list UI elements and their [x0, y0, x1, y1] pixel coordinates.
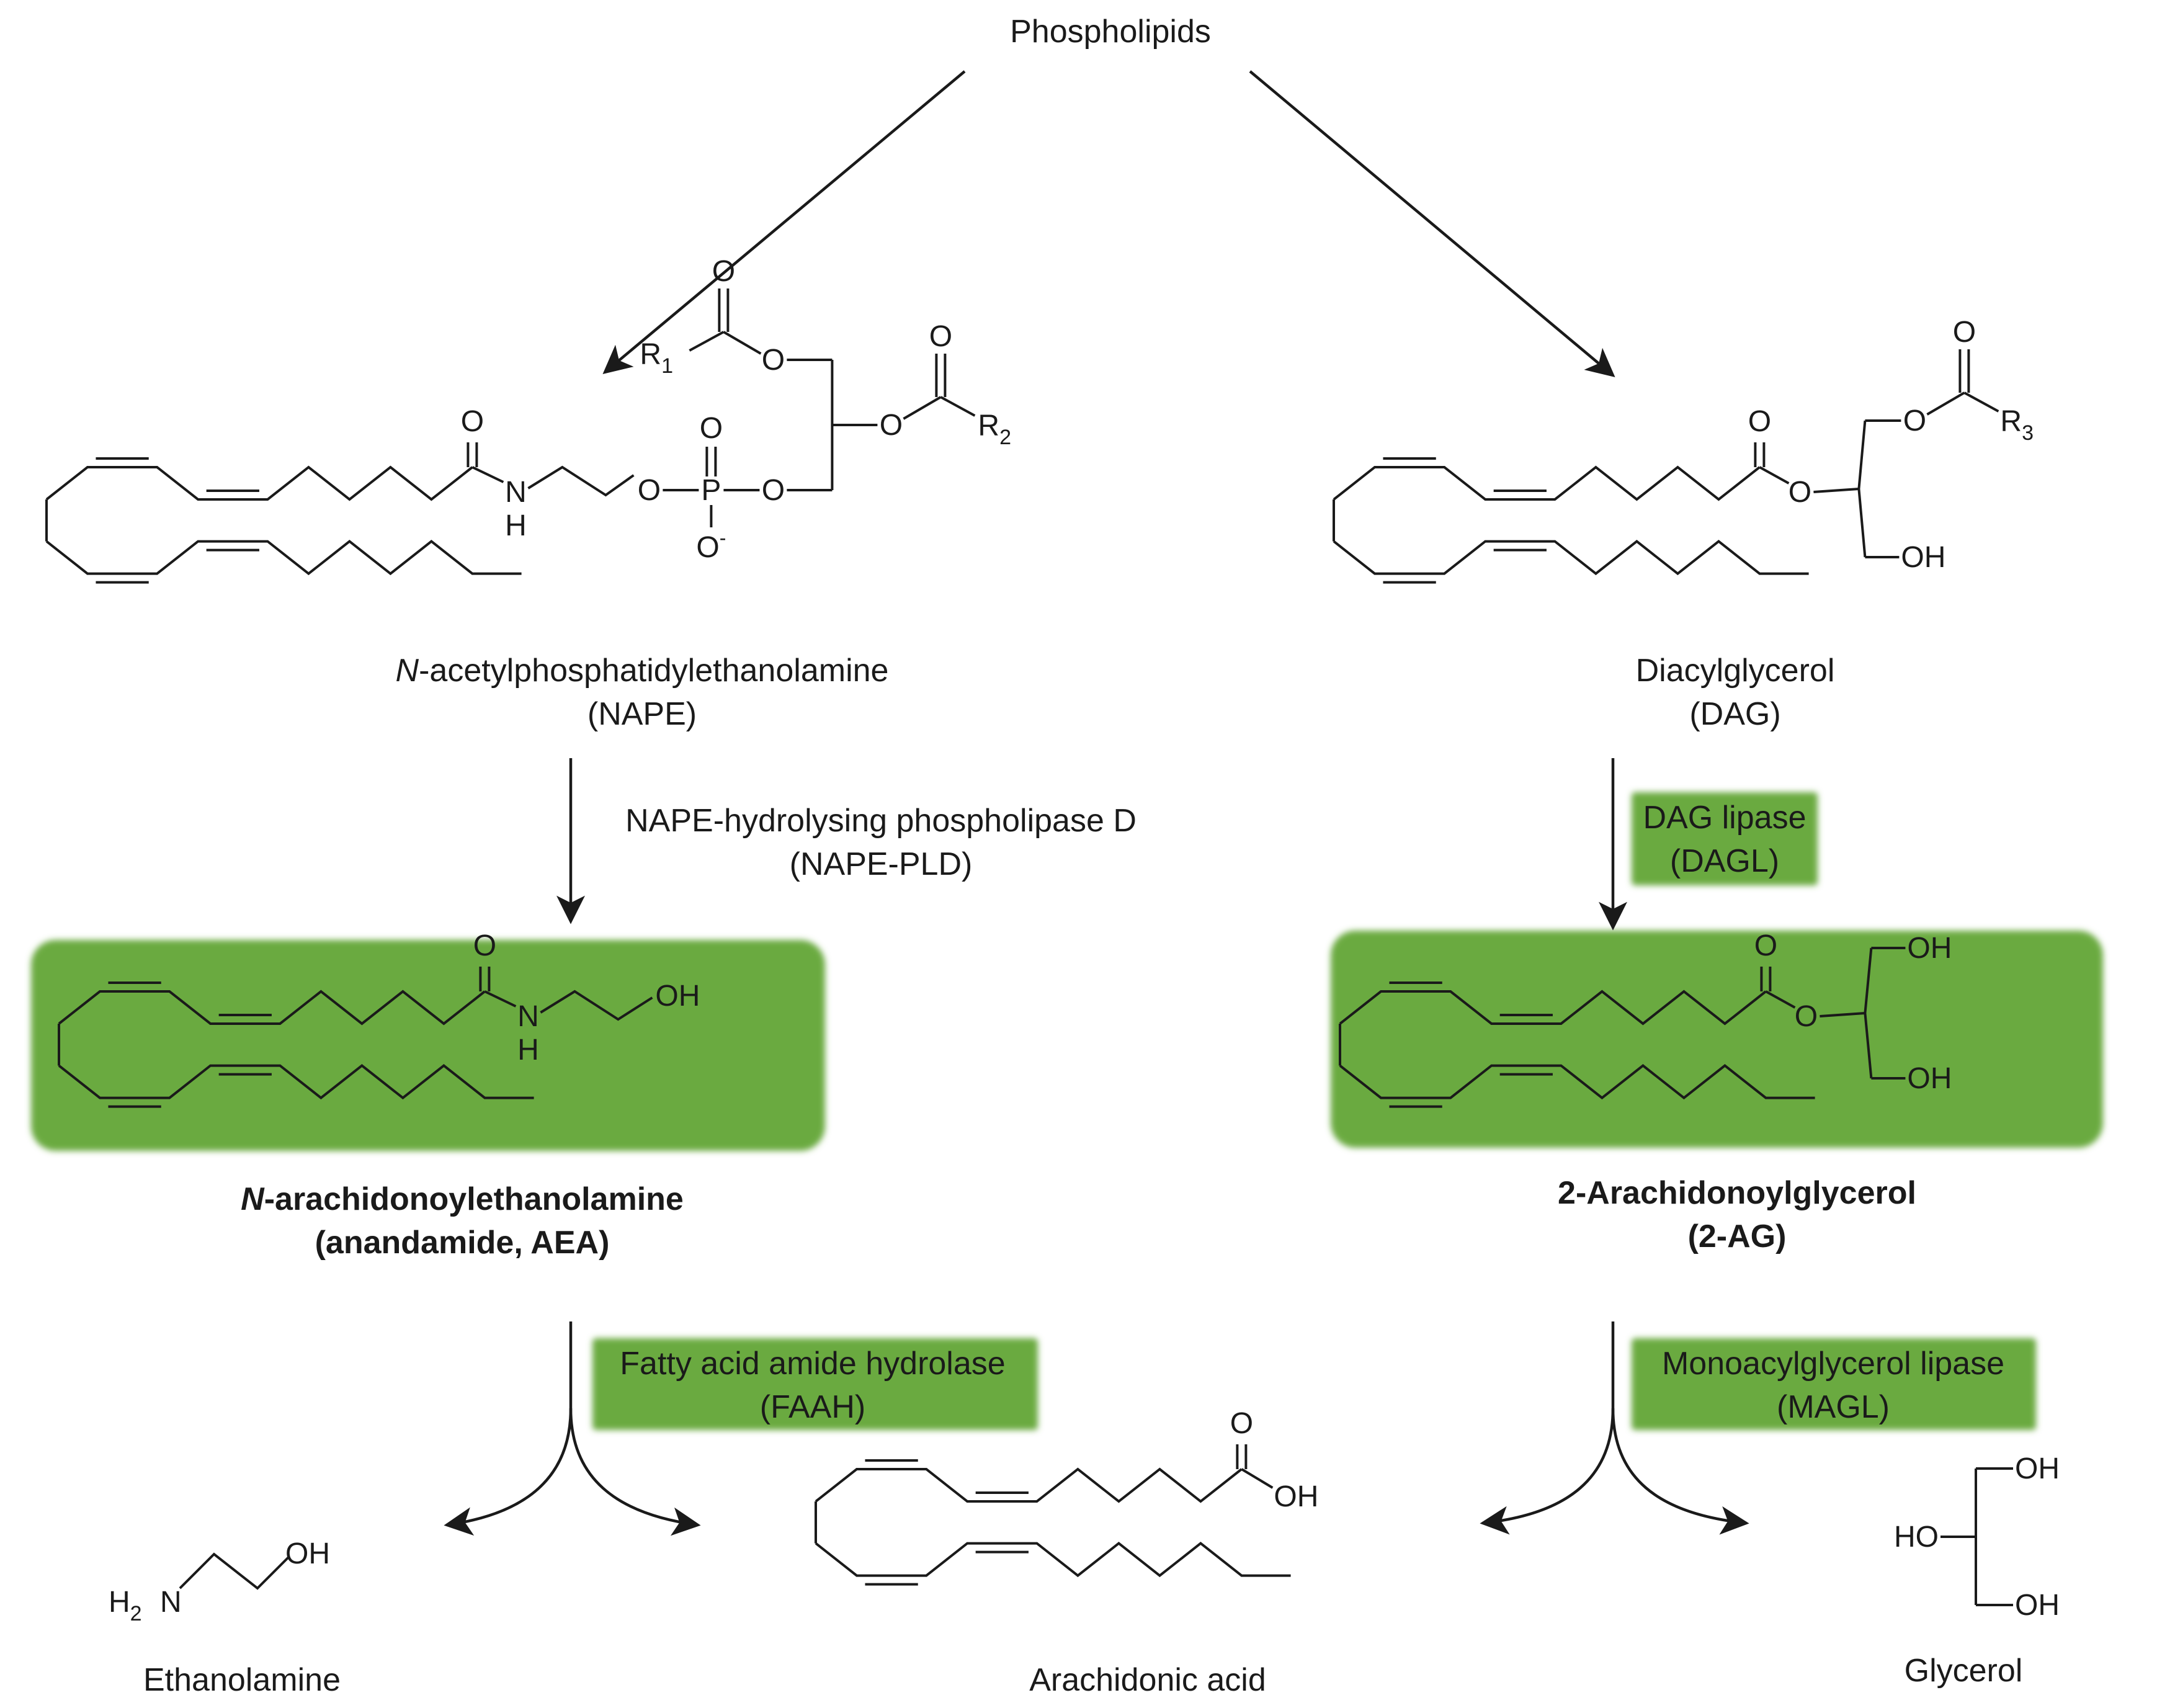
aea-highlight [31, 940, 825, 1151]
dagl-highlight [1632, 792, 1818, 885]
atom-symbol: O [696, 531, 719, 564]
acyl-carbonyl-oxygen: O [1953, 316, 1976, 349]
ethanolamine-label: Ethanolamine [143, 1662, 341, 1698]
faah-name: Fatty acid amide hydrolase [620, 1346, 1005, 1382]
highlight-boxes [31, 792, 2103, 1430]
hydroxyl: OH [285, 1537, 330, 1570]
acyl-oxygen: O [1903, 405, 1926, 437]
arrow-to-dag [1249, 70, 1615, 377]
amine-nitrogen: N [160, 1586, 182, 1619]
carbonyl-oxygen: O [1754, 929, 1777, 962]
arrow-2ag-to-glycerol [1611, 1408, 1749, 1535]
ester-oxygen-1: O [638, 474, 661, 507]
atom-symbol: R [2000, 405, 2022, 438]
carbonyl-oxygen: O [1230, 1407, 1253, 1440]
dag-name: Diacylglycerol [1636, 653, 1835, 689]
carbonyl-oxygen: O [473, 929, 496, 962]
nape-pld-abbr: (NAPE-PLD) [790, 846, 973, 882]
aea-abbr: (anandamide, AEA) [315, 1225, 610, 1261]
r1-group: R1 [640, 338, 673, 378]
hydroxyl-bottom: OH [1907, 1062, 1952, 1095]
2ag-abbr: (2-AG) [1688, 1218, 1787, 1254]
atom-subscript: 3 [2022, 421, 2034, 445]
arrow-aea-to-ethanolamine [444, 1408, 573, 1536]
carbonyl-oxygen: O [1748, 405, 1771, 438]
glycerol-label: Glycerol [1905, 1653, 2023, 1689]
italic-prefix: N [396, 653, 419, 689]
acyl-carbonyl-oxygen-1: O [712, 255, 735, 288]
dagl-name: DAG lipase [1643, 800, 1807, 836]
dag-abbr: (DAG) [1689, 696, 1780, 732]
hydroxyl: OH [1274, 1480, 1318, 1513]
carbonyl-oxygen: O [461, 405, 484, 438]
arrow-2ag-to-arachidonic-acid [1480, 1408, 1615, 1535]
2ag-highlight [1331, 931, 2103, 1148]
atom-subscript: 1 [661, 354, 673, 378]
phosphorus: P [701, 474, 721, 507]
acyl-oxygen-1: O [762, 344, 785, 377]
amide-nitrogen: N [517, 1000, 539, 1033]
magl-name: Monoacylglycerol lipase [1662, 1346, 2004, 1382]
name-rest: -arachidonoylethanolamine [264, 1181, 684, 1217]
amine-h2: H2 [109, 1586, 142, 1625]
atom-subscript: 2 [999, 426, 1011, 449]
aea-structure: O NH OH [58, 929, 700, 1108]
arrow-to-nape [602, 70, 966, 374]
acyl-carbonyl-oxygen-2: O [929, 320, 952, 353]
dagl-abbr: (DAGL) [1670, 843, 1779, 879]
reaction-arrows [444, 758, 1749, 1536]
magl-highlight [1632, 1338, 2036, 1430]
atom-symbol: R [640, 338, 661, 371]
r2-group: R2 [978, 409, 1011, 449]
phospholipids-label: Phospholipids [1010, 14, 1211, 50]
charge: - [720, 527, 726, 549]
amide-nitrogen: N [505, 476, 527, 509]
ester-oxygen: O [1795, 1000, 1818, 1033]
nape-pld-name: NAPE-hydrolysing phospholipase D [625, 803, 1137, 839]
italic-prefix: N [241, 1181, 265, 1217]
ester-oxygen-2: O [762, 474, 785, 507]
amide-hydrogen: H [517, 1034, 539, 1066]
atom-symbol: R [978, 409, 999, 442]
atom-subscript: 2 [130, 1602, 142, 1625]
ester-oxygen: O [1789, 476, 1811, 509]
acyl-oxygen-2: O [880, 409, 903, 442]
aea-name: N-arachidonoylethanolamine [241, 1181, 684, 1217]
hydroxyl: OH [1901, 541, 1945, 574]
phosphate-anion: O- [696, 527, 726, 564]
2ag-name: 2-Arachidonoylglycerol [1558, 1175, 1916, 1211]
name-rest: -acetylphosphatidylethanolamine [419, 653, 888, 689]
hydroxyl-bottom: OH [2015, 1589, 2060, 1622]
faah-abbr: (FAAH) [760, 1389, 865, 1425]
hydroxyl: OH [655, 980, 700, 1013]
phosphoryl-oxygen: O [700, 412, 723, 445]
atom-symbol: H [109, 1586, 130, 1619]
nape-name: N-acetylphosphatidylethanolamine [396, 653, 889, 689]
r3-group: R3 [2000, 405, 2034, 445]
2ag-structure: O O OH OH [1339, 929, 1952, 1108]
dag-structure: O O OH O O R3 [1333, 316, 2034, 584]
arachidonic-acid-label: Arachidonic acid [1029, 1662, 1266, 1698]
arrow-aea-to-arachidonic-acid [569, 1408, 701, 1536]
nape-abbr: (NAPE) [587, 696, 697, 732]
hydroxyl-top: OH [2015, 1452, 2060, 1485]
magl-abbr: (MAGL) [1777, 1389, 1890, 1425]
glycerol-structure: OH OH HO [1894, 1452, 2060, 1622]
hydroxyl-left: HO [1894, 1521, 1939, 1554]
faah-highlight [592, 1338, 1038, 1430]
arachidonic-acid-structure: O OH [815, 1407, 1318, 1586]
hydroxyl-top: OH [1907, 932, 1952, 965]
amide-hydrogen: H [505, 509, 527, 542]
